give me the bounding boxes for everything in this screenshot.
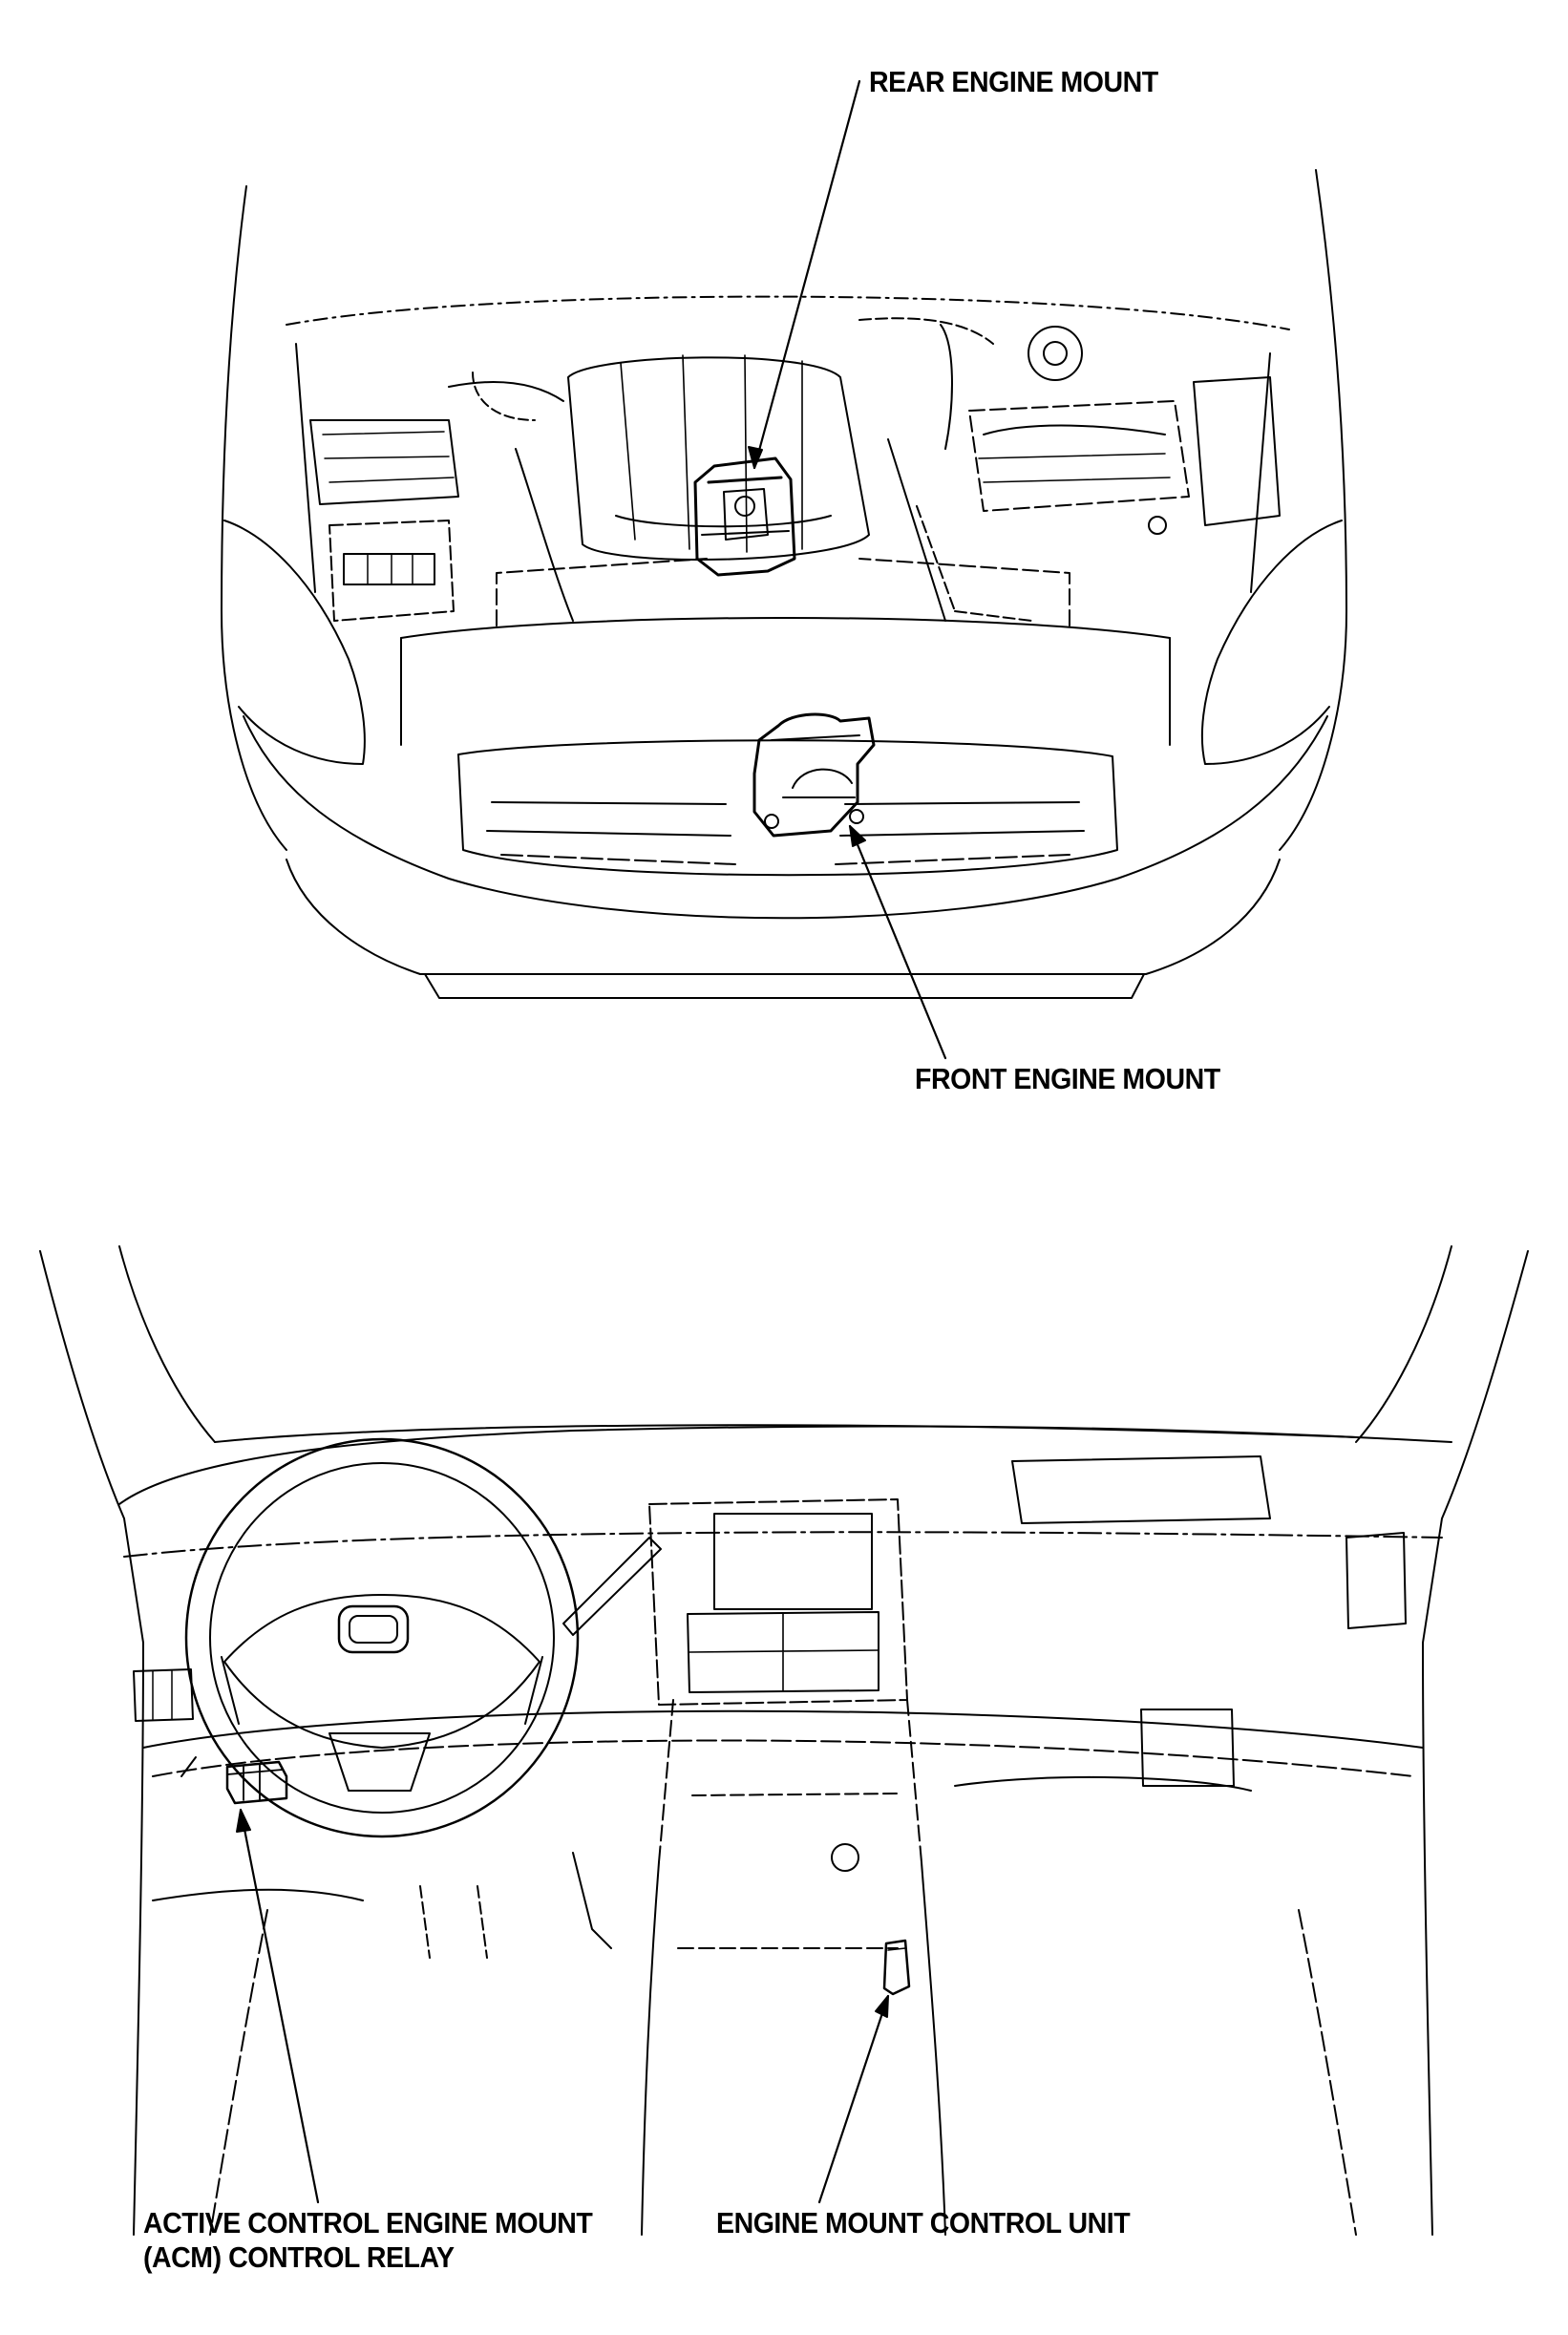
acm-control-relay-label: ACTIVE CONTROL ENGINE MOUNT (ACM) CONTRO…: [143, 2206, 593, 2275]
rear-engine-mount-leader: [752, 79, 861, 470]
engine-bay-view: [221, 79, 1347, 1060]
front-engine-mount-label: FRONT ENGINE MOUNT: [915, 1062, 1220, 1095]
acm-control-relay-label-line2: (ACM) CONTROL RELAY: [143, 2240, 455, 2274]
control-unit-arrowhead: [875, 1995, 889, 2018]
steering-wheel: [184, 1437, 580, 1838]
rear-engine-mount-label: REAR ENGINE MOUNT: [869, 65, 1158, 98]
acm-relay-leader: [239, 1808, 320, 2204]
engine-mount-control-unit-shape: [882, 1939, 911, 1996]
rear-engine-mount-arrowhead: [748, 446, 763, 469]
front-engine-mount-leader: [848, 824, 947, 1060]
acm-control-relay-label-line1: ACTIVE CONTROL ENGINE MOUNT: [143, 2206, 593, 2239]
control-unit-leader: [817, 1994, 890, 2204]
acm-relay-arrowhead: [236, 1809, 251, 1833]
rear-engine-mount-shape: [693, 456, 796, 577]
front-engine-mount-shape: [752, 712, 876, 838]
dashboard-view: [39, 1245, 1529, 2236]
engine-mount-control-unit-label: ENGINE MOUNT CONTROL UNIT: [716, 2206, 1131, 2239]
acm-control-relay-shape: [225, 1760, 288, 1805]
front-engine-mount-arrowhead: [849, 825, 866, 847]
